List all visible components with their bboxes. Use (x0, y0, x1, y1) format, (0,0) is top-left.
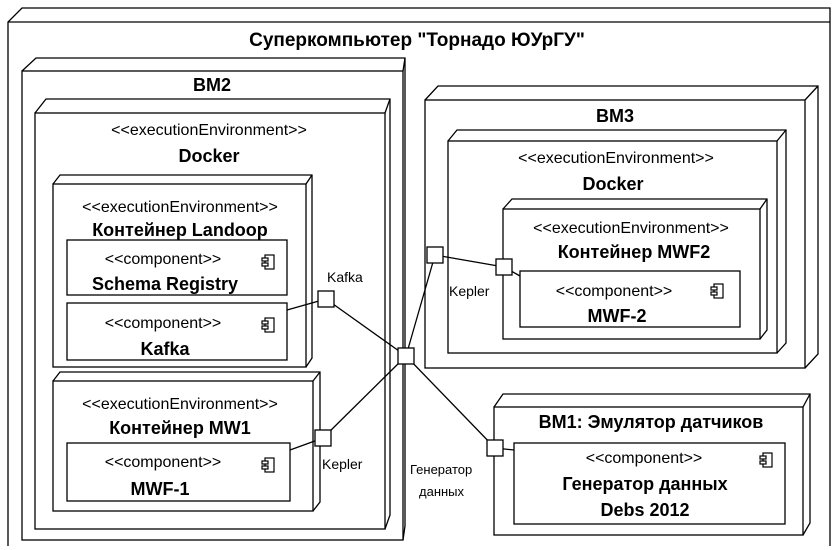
port-label-kafka: Kafka (327, 269, 363, 285)
component-mwf1-box (66, 442, 291, 502)
port-mw1 (314, 429, 332, 447)
mwf2-stereotype: <<component>> (556, 283, 673, 300)
component-mwf2-box (519, 270, 741, 328)
node-supercomputer (7, 7, 831, 546)
generator-name-line2: Debs 2012 (600, 500, 689, 520)
docker-vm3-stereotype: <<executionEnvironment>> (518, 150, 714, 167)
schema-registry-stereotype: <<component>> (105, 251, 222, 268)
generator-stereotype: <<component>> (586, 450, 703, 467)
docker-vm3-name: Docker (582, 174, 643, 194)
mw1-container-stereotype: <<executionEnvironment>> (82, 396, 278, 413)
vm1-label: ВМ1: Эмулятор датчиков (539, 412, 764, 432)
port-label-kepler-mw1: Kepler (322, 456, 363, 472)
supercomputer-title: Суперкомпьютер "Торнадо ЮУрГУ" (249, 30, 585, 51)
mw1-container-name: Контейнер MW1 (109, 418, 251, 438)
generator-name-line1: Генератор данных (562, 474, 727, 494)
port-vm1 (486, 439, 504, 457)
docker-vm2-name: Docker (178, 146, 239, 166)
vm2-label: ВМ2 (193, 75, 231, 95)
vm3-label: ВМ3 (596, 106, 634, 126)
component-generator-box (513, 442, 786, 525)
port-hub (397, 347, 415, 365)
component-kafka-box (66, 302, 288, 361)
mwf2-name: MWF-2 (588, 306, 647, 326)
kafka-component-name: Kafka (140, 339, 190, 359)
connectors (286, 254, 521, 451)
port-vm3 (426, 246, 444, 264)
component-schema-registry-box (66, 239, 288, 296)
mwf2-container-name: Контейнер MWF2 (558, 242, 711, 262)
port-label-generator-line2: данных (419, 484, 465, 499)
ports (314, 246, 513, 457)
docker-vm2-stereotype: <<executionEnvironment>> (111, 122, 307, 139)
port-label-kepler-mwf2: Kepler (449, 283, 490, 299)
link-hub-vm3 (405, 254, 436, 357)
link-vm3-mwf2 (434, 254, 505, 268)
landoop-name: Контейнер Landoop (92, 220, 268, 240)
landoop-stereotype: <<executionEnvironment>> (82, 199, 278, 216)
port-kafka (317, 290, 335, 308)
port-mwf2 (495, 258, 513, 276)
schema-registry-name: Schema Registry (92, 274, 238, 294)
mwf1-stereotype: <<component>> (105, 454, 222, 471)
kafka-component-stereotype: <<component>> (105, 315, 222, 332)
mwf2-container-stereotype: <<executionEnvironment>> (533, 220, 729, 237)
link-hub-mw1 (322, 355, 407, 439)
mwf1-name: MWF-1 (131, 479, 190, 499)
port-label-generator-line1: Генератор (410, 462, 472, 477)
link-hub-kafka (325, 298, 407, 357)
link-hub-vm1 (405, 355, 496, 449)
